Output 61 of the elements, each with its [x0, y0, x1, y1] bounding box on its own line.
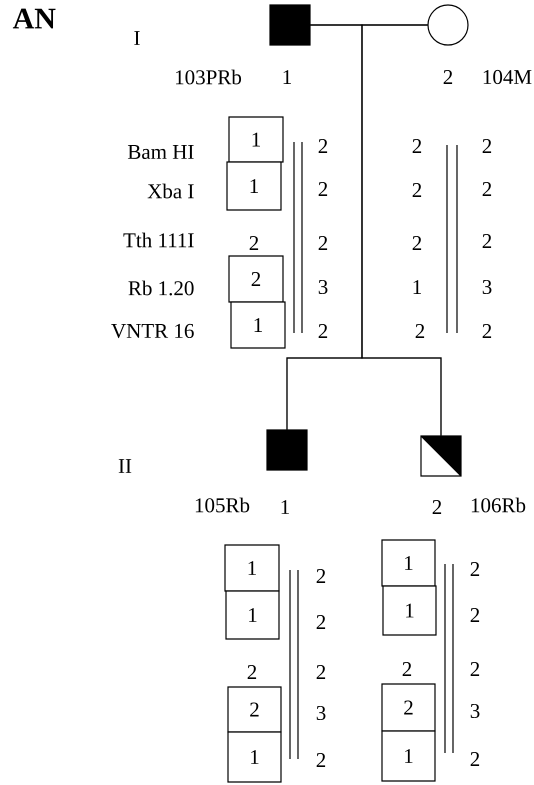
allele-box: 2: [227, 686, 282, 733]
allele-number: 1: [414, 280, 421, 294]
allele-number: 2: [482, 139, 492, 153]
allele-number: 2: [316, 615, 326, 629]
allele-number: 3: [316, 706, 326, 720]
pedigree-square: [269, 4, 311, 46]
pedigree-square: [420, 435, 462, 477]
marker-name: VNTR 16: [111, 324, 194, 338]
marker-name: Xba I: [148, 184, 194, 198]
allele-box: 1: [224, 544, 280, 592]
individual-label: 103PRb: [176, 70, 242, 84]
allele-box: 2: [228, 255, 284, 303]
allele-number: 2: [318, 182, 328, 196]
allele-number: 2: [318, 139, 328, 153]
allele-number: 2: [412, 183, 422, 197]
marker-name: Rb 1.20: [128, 280, 194, 296]
allele-number: 2: [412, 139, 422, 153]
allele-box: 1: [226, 161, 282, 211]
allele-number: 3: [318, 280, 328, 294]
allele-number: 2: [248, 665, 256, 679]
individual-label: 105Rb: [196, 498, 250, 512]
allele-box: 1: [382, 585, 437, 636]
allele-number: 2: [482, 324, 492, 338]
individual-label: 106Rb: [472, 498, 526, 512]
pedigree-square: [266, 429, 308, 471]
allele-number: 2: [316, 753, 326, 767]
allele-number: 2: [470, 662, 480, 676]
allele-number: 2: [316, 665, 326, 679]
allele-number: 2: [482, 182, 492, 196]
individual-label: 2: [444, 70, 452, 84]
allele-box: 1: [381, 539, 436, 587]
pedigree-circle: [427, 4, 469, 46]
allele-number: 2: [470, 752, 480, 766]
allele-number: 2: [318, 236, 328, 250]
allele-number: 2: [318, 324, 328, 338]
allele-number: 2: [470, 562, 480, 576]
allele-number: 2: [470, 608, 480, 622]
allele-box: 1: [225, 590, 280, 640]
generation-label: I: [134, 31, 140, 45]
allele-number: 2: [316, 569, 326, 583]
generation-label: II: [118, 459, 132, 473]
individual-label: 1: [284, 70, 291, 84]
allele-number: 2: [416, 324, 424, 338]
individual-label: 2: [432, 500, 442, 514]
allele-box: 1: [227, 731, 282, 783]
allele-box: 1: [230, 301, 286, 349]
marker-name: Tth 111I: [123, 232, 194, 248]
allele-box: 1: [381, 730, 436, 782]
individual-label: 1: [282, 500, 289, 514]
individual-label: 104M: [484, 70, 532, 84]
marker-name: Bam HI: [128, 145, 194, 159]
panel-label: AN: [12, 8, 56, 28]
pedigree-line: [361, 24, 442, 436]
allele-number: 3: [482, 280, 492, 294]
allele-number: 3: [470, 704, 480, 718]
allele-number: 2: [402, 662, 412, 676]
allele-box: 2: [381, 683, 436, 732]
allele-number: 2: [250, 236, 258, 250]
allele-number: 2: [482, 234, 492, 248]
allele-box: 1: [228, 116, 284, 163]
allele-number: 2: [412, 236, 422, 250]
